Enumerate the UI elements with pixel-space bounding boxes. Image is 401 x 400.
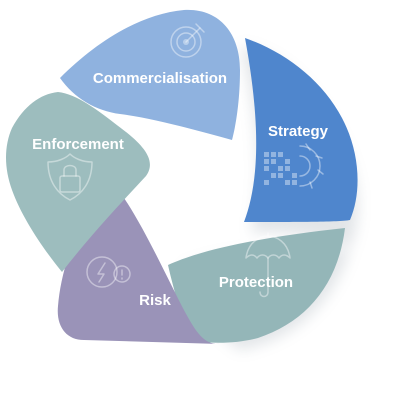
umbrella-icon bbox=[245, 232, 291, 298]
gear-grid-icon bbox=[264, 143, 324, 189]
segment-protection bbox=[168, 228, 345, 343]
target-icon bbox=[170, 23, 205, 58]
label-strategy: Strategy bbox=[268, 123, 329, 140]
label-protection: Protection bbox=[219, 274, 293, 291]
shield-lock-icon bbox=[47, 153, 93, 201]
label-risk: Risk bbox=[139, 292, 171, 309]
lightning-alert-icon bbox=[86, 256, 131, 288]
segment-strategy bbox=[244, 38, 358, 222]
segment-risk bbox=[57, 192, 220, 345]
label-enforcement: Enforcement bbox=[32, 136, 124, 153]
segment-enforcement bbox=[6, 92, 150, 272]
segment-commercialisation bbox=[60, 9, 240, 140]
label-commercialisation: Commercialisation bbox=[93, 70, 227, 87]
